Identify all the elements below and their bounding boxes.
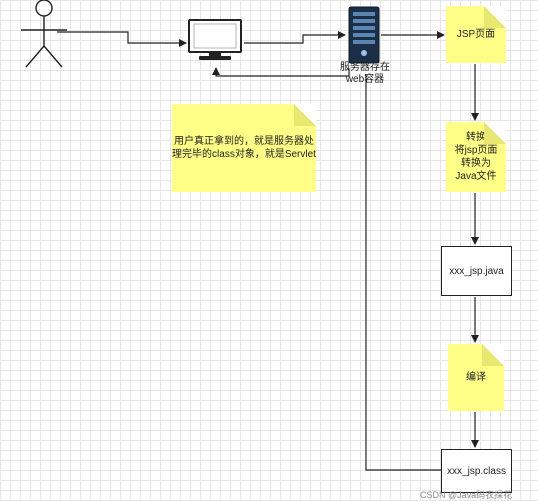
jsp-page-note: JSP页面 [446,6,506,63]
computer-icon [188,19,242,60]
compile-note-label: 编译 [466,372,486,383]
convert-note-line4: Java文件 [455,171,497,182]
arrow-server-to-computer [212,67,350,77]
server-label: 服务器存在 web容器 [327,62,403,86]
arrow-user-to-computer [57,31,187,47]
java-file-label: xxx_jsp.java [449,265,504,277]
java-file-box: xxx_jsp.java [441,246,512,296]
server-label-line1: 服务器存在 [340,62,390,73]
watermark: CSDN @Java码农探花 [420,490,513,500]
convert-note: 转换 将jsp页面 转换为 Java文件 [446,122,506,192]
jsp-page-label: JSP页面 [456,29,496,40]
line-class-to-server [365,74,442,471]
servlet-note-line2: 理完毕的class对象，就是Servlet [172,149,316,160]
convert-note-line1: 转换 [465,132,486,143]
convert-note-line2: 将jsp页面 [454,145,498,156]
server-icon [348,6,380,64]
server-label-line2: web容器 [345,74,385,85]
class-file-box: xxx_jsp.class [441,449,512,493]
convert-note-line3: 转换为 [460,158,491,169]
user-actor-icon [21,0,67,68]
servlet-note-line1: 用户真正拿到的，就是服务器处 [174,136,314,147]
arrow-computer-to-server [244,31,346,44]
compile-note: 编译 [448,344,504,411]
servlet-note: 用户真正拿到的，就是服务器处 理完毕的class对象，就是Servlet [172,104,316,192]
class-file-label: xxx_jsp.class [447,465,506,477]
